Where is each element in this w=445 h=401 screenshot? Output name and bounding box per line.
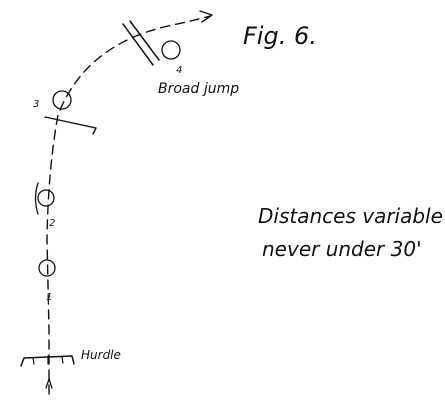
figure-title: Fig. 6. (243, 22, 317, 50)
broad-jump-label: Broad jump (158, 81, 239, 97)
position-2-bracket (34, 182, 39, 215)
position-2-marker (37, 189, 55, 207)
running-path (46, 15, 211, 395)
position-2-number: 2 (49, 218, 55, 229)
hurdle-obstacle (20, 355, 75, 367)
end-arrowhead (199, 10, 213, 23)
position-4-marker (161, 40, 181, 60)
distance-note-line-2: never under 30' (262, 237, 422, 261)
position-4-number: 4 (176, 65, 182, 76)
position-3-marker (52, 90, 72, 110)
broad-jump-board (122, 20, 160, 66)
hurdle-label: Hurdle (81, 348, 121, 362)
start-arrowhead (45, 378, 53, 389)
position-1-number: 1 (46, 292, 52, 303)
position-1-marker (38, 259, 56, 277)
distance-note-line-1: Distances variable (258, 204, 443, 228)
position-3-takeoff-line (44, 116, 97, 135)
position-3-number: 3 (33, 99, 39, 110)
